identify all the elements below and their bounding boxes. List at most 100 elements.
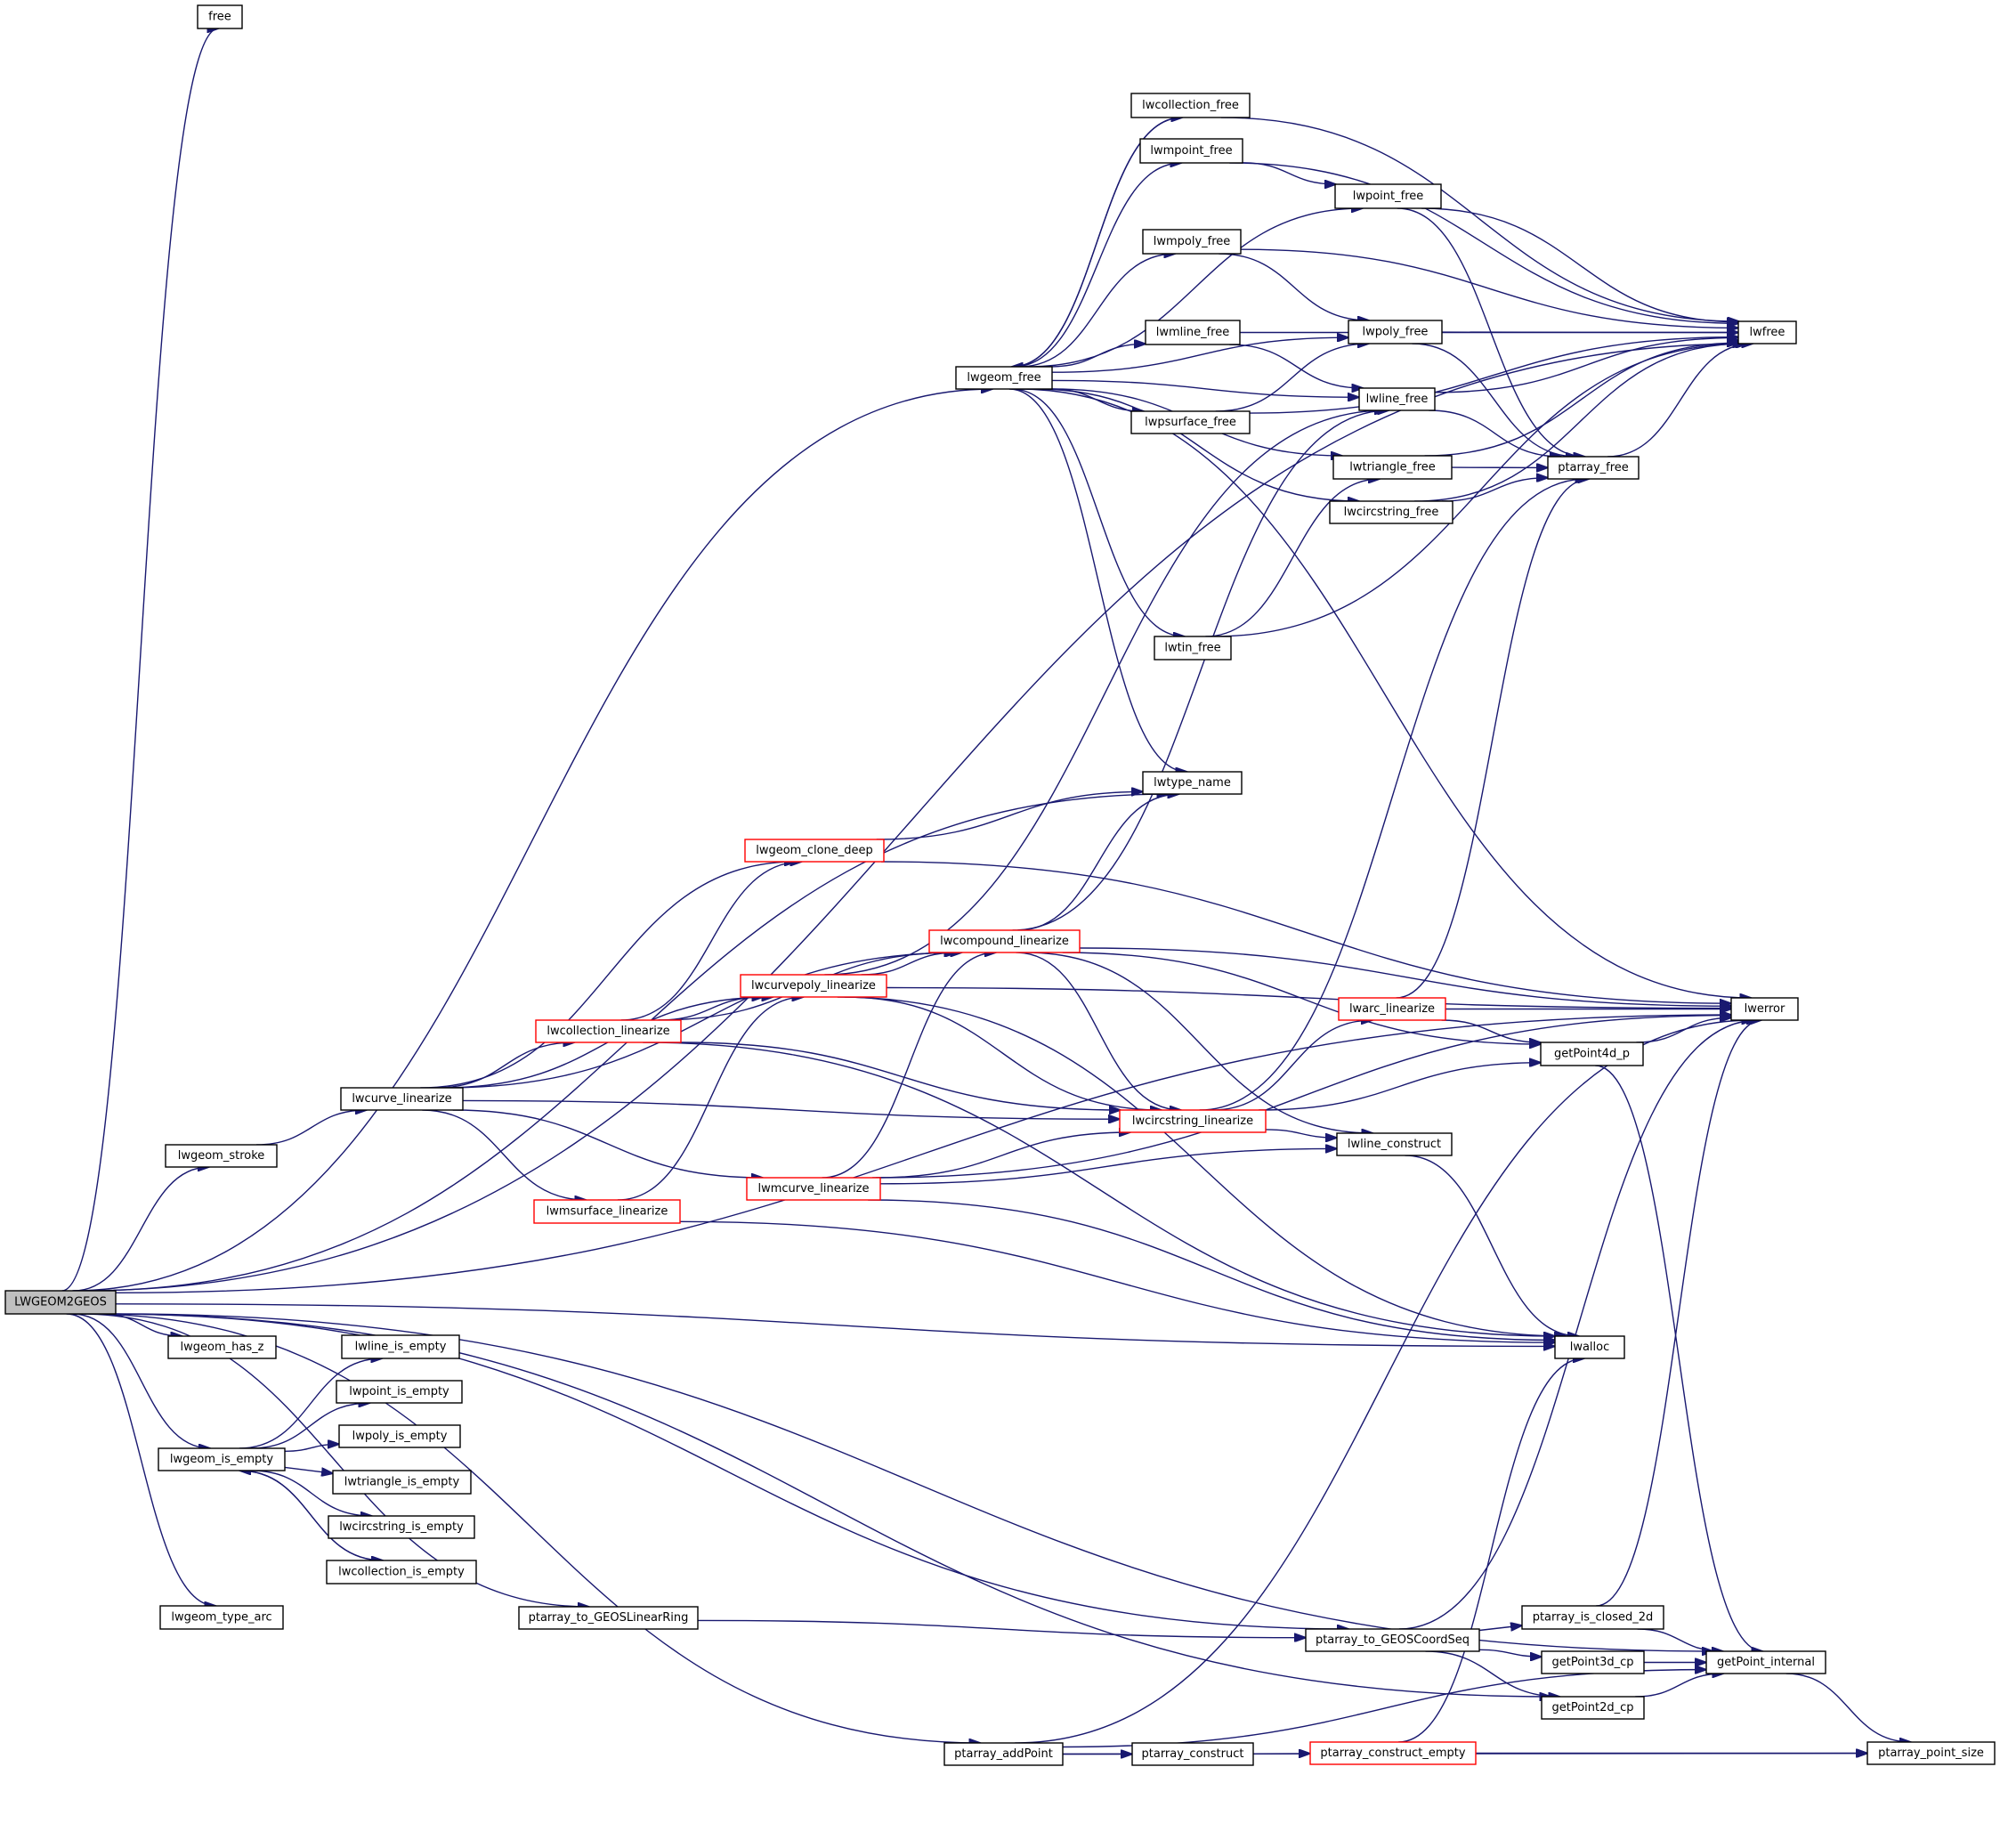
node-box[interactable]: [518, 1606, 699, 1630]
node-box[interactable]: [744, 839, 885, 863]
node-box[interactable]: [1305, 1628, 1480, 1652]
node-box[interactable]: [1705, 1650, 1826, 1674]
node-ptarray_construct[interactable]: ptarray_construct: [1131, 1742, 1254, 1766]
node-box[interactable]: [328, 1515, 475, 1539]
node-lwline_construct[interactable]: lwline_construct: [1336, 1132, 1453, 1156]
node-lwcurvepoly_linearize[interactable]: lwcurvepoly_linearize: [740, 974, 887, 998]
node-lwcollection_linearize[interactable]: lwcollection_linearize: [535, 1019, 682, 1043]
node-box[interactable]: [1142, 771, 1243, 795]
node-lwcompound_linearize[interactable]: lwcompound_linearize: [928, 929, 1081, 953]
node-getPoint4d_p[interactable]: getPoint4d_p: [1540, 1042, 1644, 1066]
node-lwtriangle_is_empty[interactable]: lwtriangle_is_empty: [332, 1470, 472, 1495]
node-lwcircstring_is_empty[interactable]: lwcircstring_is_empty: [328, 1515, 475, 1539]
node-box[interactable]: [943, 1742, 1064, 1766]
node-lwpoly_free[interactable]: lwpoly_free: [1348, 320, 1443, 344]
node-box[interactable]: [1131, 1742, 1254, 1766]
node-box[interactable]: [1547, 456, 1640, 480]
node-lwpoly_is_empty[interactable]: lwpoly_is_empty: [338, 1424, 461, 1448]
node-box[interactable]: [197, 4, 243, 29]
node-box[interactable]: [740, 974, 887, 998]
node-lwcircstring_free[interactable]: lwcircstring_free: [1329, 500, 1453, 524]
node-lwmcurve_linearize[interactable]: lwmcurve_linearize: [746, 1177, 881, 1201]
node-ptarray_construct_empty[interactable]: ptarray_construct_empty: [1309, 1741, 1477, 1765]
node-lwmpoint_free[interactable]: lwmpoint_free: [1139, 138, 1243, 164]
node-lwpsurface_free[interactable]: lwpsurface_free: [1130, 410, 1251, 434]
node-box[interactable]: [1338, 997, 1446, 1021]
node-box[interactable]: [1334, 183, 1442, 209]
node-getPoint2d_cp[interactable]: getPoint2d_cp: [1541, 1696, 1645, 1720]
node-lwcurve_linearize[interactable]: lwcurve_linearize: [340, 1087, 464, 1111]
node-ptarray_is_closed_2d[interactable]: ptarray_is_closed_2d: [1521, 1605, 1664, 1630]
node-box[interactable]: [1119, 1109, 1267, 1133]
node-box[interactable]: [1541, 1696, 1645, 1720]
node-lwgeom_type_arc[interactable]: lwgeom_type_arc: [159, 1605, 284, 1630]
node-lwpoint_free[interactable]: lwpoint_free: [1334, 183, 1442, 209]
node-box[interactable]: [326, 1560, 477, 1585]
node-box[interactable]: [1329, 500, 1453, 524]
node-box[interactable]: [158, 1447, 286, 1471]
node-free[interactable]: free: [197, 4, 243, 29]
node-lwarc_linearize[interactable]: lwarc_linearize: [1338, 997, 1446, 1021]
node-box[interactable]: [4, 1290, 117, 1315]
node-lwcollection_free[interactable]: lwcollection_free: [1130, 93, 1251, 118]
node-box[interactable]: [1554, 1335, 1625, 1359]
node-box[interactable]: [1730, 997, 1799, 1021]
node-box[interactable]: [1142, 229, 1242, 255]
node-box[interactable]: [1521, 1605, 1664, 1630]
node-box[interactable]: [1336, 1132, 1453, 1156]
node-lwfree[interactable]: lwfree: [1737, 320, 1797, 344]
node-lwline_free[interactable]: lwline_free: [1358, 387, 1436, 411]
node-lwtype_name[interactable]: lwtype_name: [1142, 771, 1243, 795]
node-lwgeom_stroke[interactable]: lwgeom_stroke: [165, 1144, 278, 1168]
node-lwgeom_is_empty[interactable]: lwgeom_is_empty: [158, 1447, 286, 1471]
node-box[interactable]: [535, 1019, 682, 1043]
node-box[interactable]: [1358, 387, 1436, 411]
node-box[interactable]: [1540, 1042, 1644, 1066]
node-lwtin_free[interactable]: lwtin_free: [1154, 636, 1232, 661]
node-getPoint3d_cp[interactable]: getPoint3d_cp: [1541, 1650, 1645, 1674]
node-box[interactable]: [332, 1470, 472, 1495]
node-ptarray_to_GEOSLinearRing[interactable]: ptarray_to_GEOSLinearRing: [518, 1606, 699, 1630]
node-ptarray_free[interactable]: ptarray_free: [1547, 456, 1640, 480]
node-lwalloc[interactable]: lwalloc: [1554, 1335, 1625, 1359]
node-box[interactable]: [1541, 1650, 1645, 1674]
node-lwcollection_is_empty[interactable]: lwcollection_is_empty: [326, 1560, 477, 1585]
node-lwmsurface_linearize[interactable]: lwmsurface_linearize: [533, 1199, 681, 1224]
node-LWGEOM2GEOS[interactable]: LWGEOM2GEOS: [4, 1290, 117, 1315]
node-lwgeom_has_z[interactable]: lwgeom_has_z: [167, 1335, 277, 1359]
node-lwgeom_free[interactable]: lwgeom_free: [955, 366, 1053, 390]
node-box[interactable]: [1309, 1741, 1477, 1765]
node-box[interactable]: [340, 1087, 464, 1111]
node-lwgeom_clone_deep[interactable]: lwgeom_clone_deep: [744, 839, 885, 863]
node-box[interactable]: [1348, 320, 1443, 344]
node-box[interactable]: [338, 1424, 461, 1448]
node-box[interactable]: [1737, 320, 1797, 344]
node-box[interactable]: [1145, 320, 1241, 345]
node-box[interactable]: [746, 1177, 881, 1201]
node-box[interactable]: [336, 1380, 463, 1404]
node-box[interactable]: [533, 1199, 681, 1224]
node-lwmline_free[interactable]: lwmline_free: [1145, 320, 1241, 345]
node-box[interactable]: [1866, 1741, 1996, 1765]
node-ptarray_to_GEOSCoordSeq[interactable]: ptarray_to_GEOSCoordSeq: [1305, 1628, 1480, 1652]
node-box[interactable]: [167, 1335, 277, 1359]
node-box[interactable]: [159, 1605, 284, 1630]
node-box[interactable]: [1139, 138, 1243, 164]
node-box[interactable]: [928, 929, 1081, 953]
node-box[interactable]: [955, 366, 1053, 390]
node-lwmpoly_free[interactable]: lwmpoly_free: [1142, 229, 1242, 255]
node-ptarray_addPoint[interactable]: ptarray_addPoint: [943, 1742, 1064, 1766]
node-lwline_is_empty[interactable]: lwline_is_empty: [341, 1334, 460, 1359]
node-box[interactable]: [165, 1144, 278, 1168]
node-box[interactable]: [341, 1334, 460, 1359]
node-box[interactable]: [1332, 455, 1453, 480]
node-box[interactable]: [1130, 410, 1251, 434]
node-lwpoint_is_empty[interactable]: lwpoint_is_empty: [336, 1380, 463, 1404]
node-box[interactable]: [1130, 93, 1251, 118]
node-box[interactable]: [1154, 636, 1232, 661]
node-ptarray_point_size[interactable]: ptarray_point_size: [1866, 1741, 1996, 1765]
node-getPoint_internal[interactable]: getPoint_internal: [1705, 1650, 1826, 1674]
node-lwerror[interactable]: lwerror: [1730, 997, 1799, 1021]
node-lwcircstring_linearize[interactable]: lwcircstring_linearize: [1119, 1109, 1267, 1133]
node-lwtriangle_free[interactable]: lwtriangle_free: [1332, 455, 1453, 480]
